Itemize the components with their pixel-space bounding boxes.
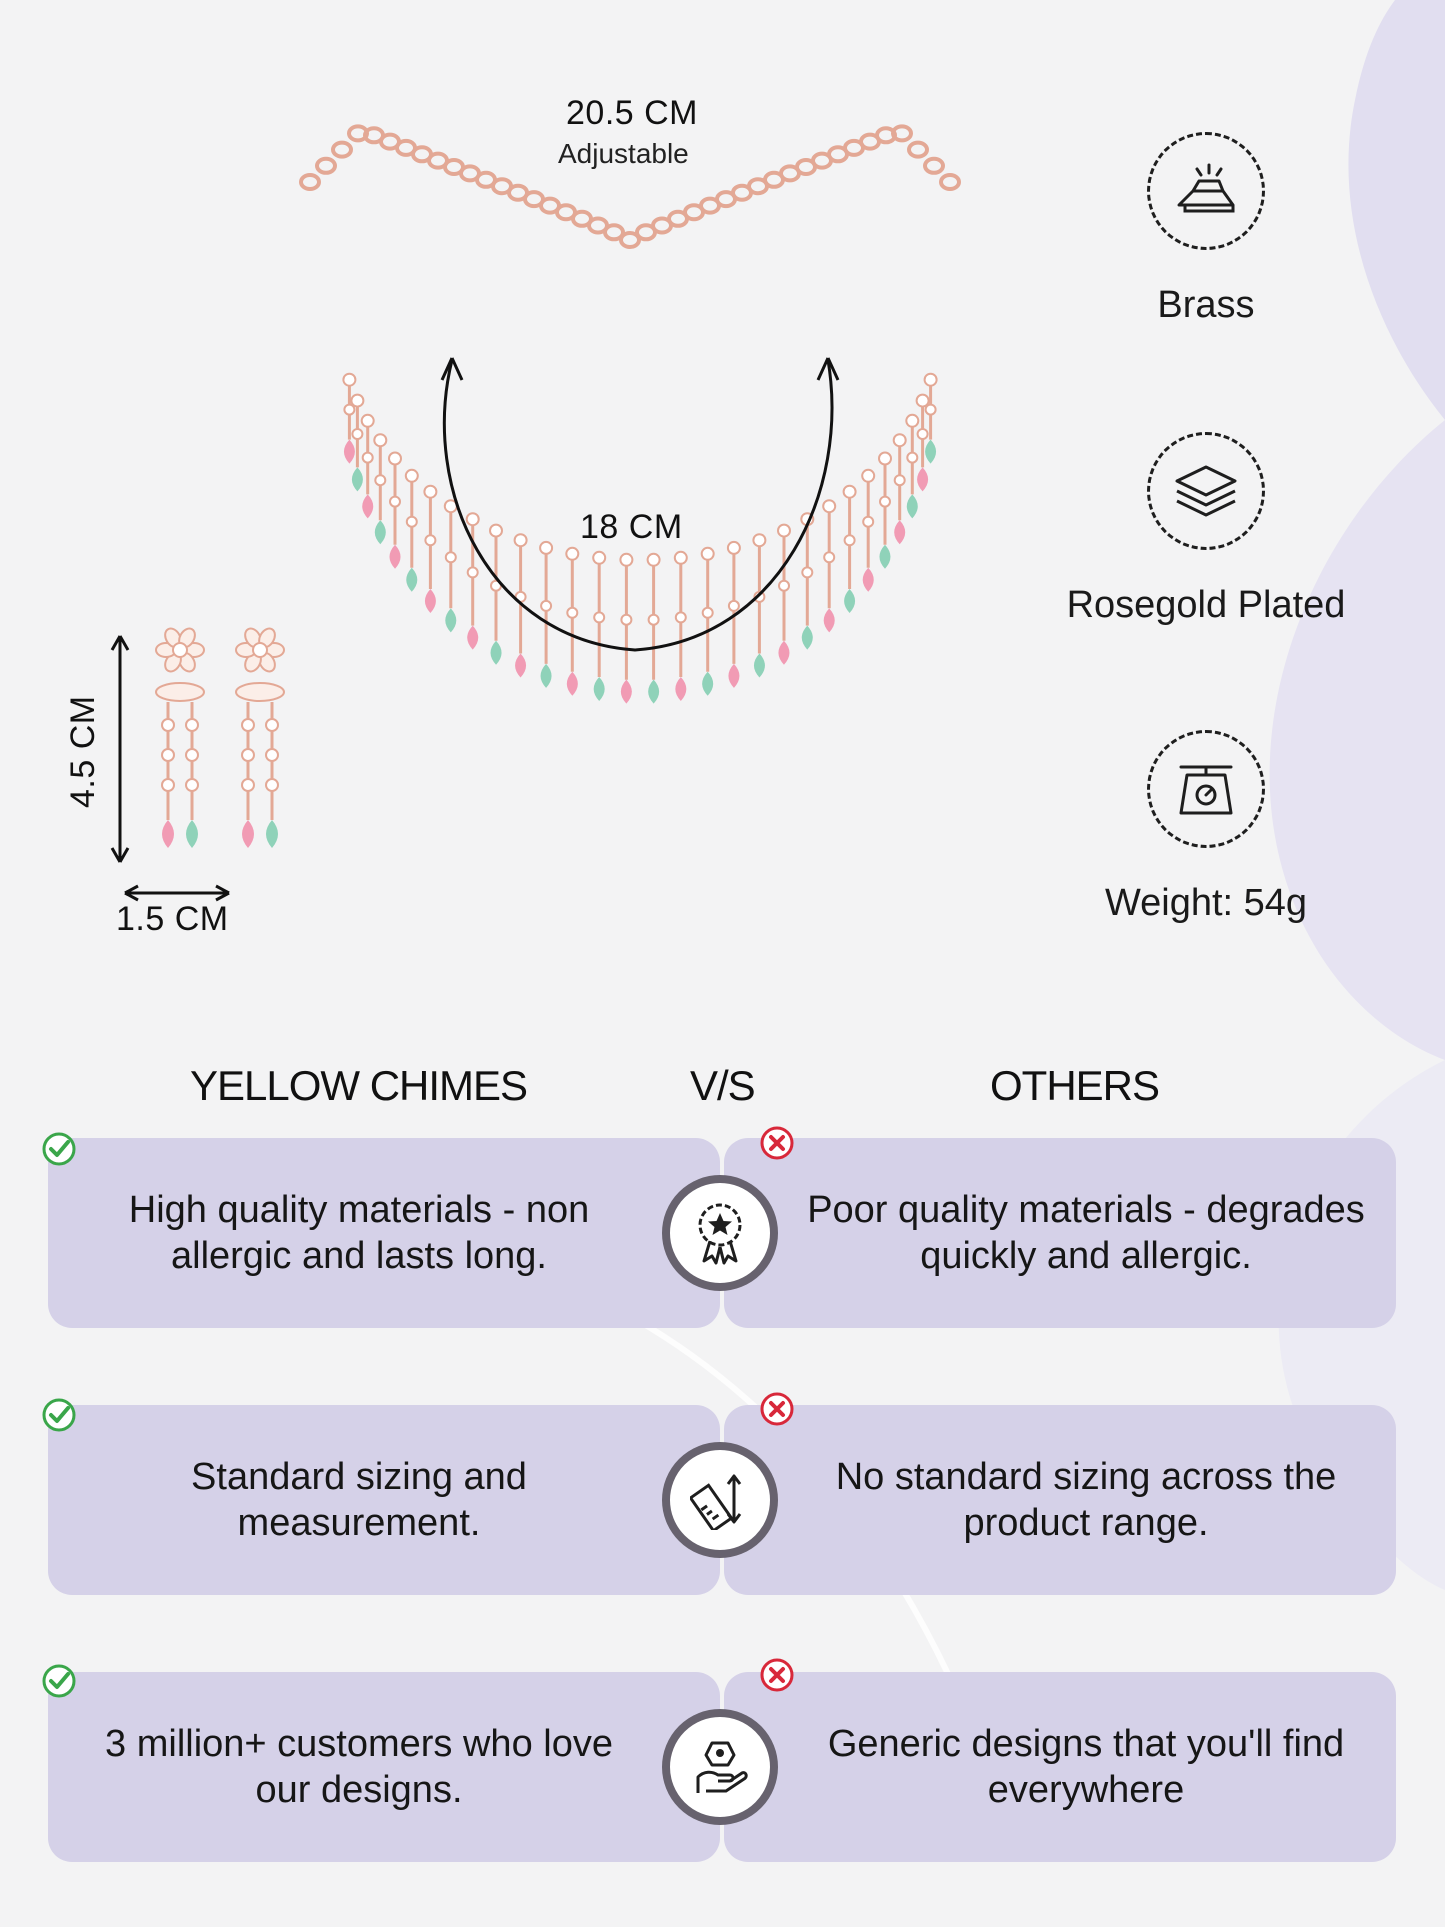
- quality-badge-icon: [662, 1175, 778, 1291]
- others-point-3: Generic designs that you'll find everywh…: [724, 1672, 1396, 1862]
- others-point-2: No standard sizing across the product ra…: [724, 1405, 1396, 1595]
- yellow-chimes-point-2: Standard sizing and measurement.: [48, 1405, 720, 1595]
- check-icon: [42, 1664, 76, 1698]
- feature-weight-label: Weight: 54g: [1104, 882, 1308, 924]
- feature-weight: Weight: 54g: [1026, 730, 1386, 925]
- necklace-image: [299, 124, 961, 704]
- necklace-length-label: 18 CM: [580, 508, 683, 546]
- feature-brass: Brass: [1026, 132, 1386, 327]
- earring-height-label: 4.5 CM: [64, 695, 102, 808]
- necklace-length-arrow: [440, 357, 840, 652]
- chain-adjustable-label: Adjustable: [558, 138, 689, 169]
- vs-label: V/S: [690, 1062, 756, 1109]
- yellow-chimes-point-3: 3 million+ customers who love our design…: [48, 1672, 720, 1862]
- ruler-icon: [662, 1442, 778, 1558]
- check-icon: [42, 1398, 76, 1432]
- cross-icon: [760, 1392, 794, 1426]
- earrings-image: [155, 627, 285, 848]
- earring-height-arrow: [110, 635, 130, 863]
- cross-icon: [760, 1126, 794, 1160]
- right-column-header: OTHERS: [990, 1062, 1160, 1109]
- check-icon: [42, 1132, 76, 1166]
- feature-rosegold-plated-label: Rosegold Plated: [1066, 584, 1346, 626]
- earring-width-label: 1.5 CM: [116, 900, 229, 938]
- earring-width-arrow: [124, 884, 230, 902]
- chain-length-label: 20.5 CM: [566, 94, 698, 132]
- feature-brass-label: Brass: [1157, 284, 1255, 326]
- cross-icon: [760, 1658, 794, 1692]
- gold-bars-icon: [1147, 132, 1265, 250]
- layers-icon: [1147, 432, 1265, 550]
- yellow-chimes-point-1: High quality materials - non allergic an…: [48, 1138, 720, 1328]
- weighing-scale-icon: [1147, 730, 1265, 848]
- left-column-header: YELLOW CHIMES: [190, 1062, 528, 1109]
- customer-hand-icon: [662, 1709, 778, 1825]
- others-point-1: Poor quality materials - degrades quickl…: [724, 1138, 1396, 1328]
- feature-rosegold-plated: Rosegold Plated: [1026, 432, 1386, 627]
